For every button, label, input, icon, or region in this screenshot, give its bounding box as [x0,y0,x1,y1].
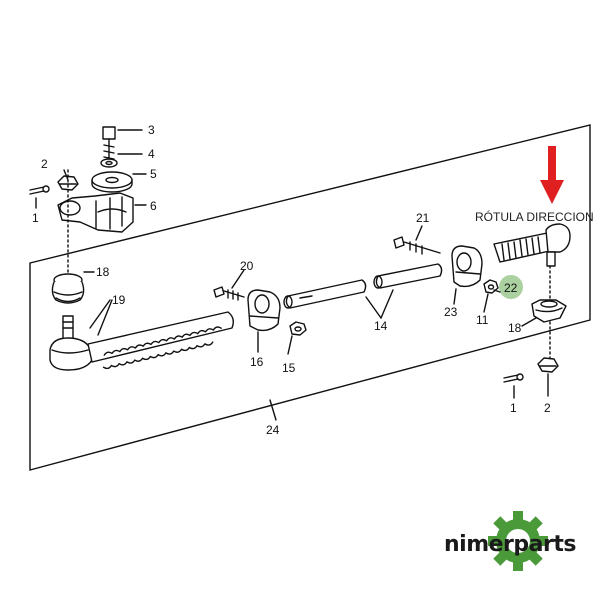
callout-21: 21 [416,211,430,225]
rod-14-right [373,263,443,289]
callout-6: 6 [150,199,157,213]
callout-23: 23 [444,305,458,319]
callout-1-bottom: 1 [510,401,517,415]
callout-24: 24 [266,423,280,437]
highlight-22 [499,275,523,299]
gear-icon [488,511,548,571]
boot-18-left [51,273,85,304]
callout-4: 4 [148,147,155,161]
callout-14: 14 [374,319,388,333]
boot-18-right [531,299,567,323]
bolt-20 [213,286,245,301]
tube-24 [87,311,235,370]
tie-rod-end-left [49,315,93,371]
callout-5: 5 [150,167,157,181]
nimerparts-logo: nimerparts [444,511,577,571]
washer-4 [100,158,118,168]
callout-18-right: 18 [508,321,522,335]
bolt-3 [102,126,116,166]
callout-19: 19 [112,293,126,307]
rod-14-left [283,279,367,309]
callout-2-top: 2 [41,157,48,171]
callout-18-left: 18 [96,265,110,279]
bolt-21 [393,236,441,255]
clamp-16 [247,289,281,332]
callout-20: 20 [240,259,254,273]
callout-2-bottom: 2 [544,401,551,415]
annotation-label: RÓTULA DIRECCION [475,209,594,224]
nut-15 [289,321,307,336]
callout-3: 3 [148,123,155,137]
callout-15: 15 [282,361,296,375]
plate-5 [91,171,133,193]
callout-22: 22 [504,281,518,295]
callout-16: 16 [250,355,264,369]
nut-2-bottom [537,357,559,373]
logo-text: nimerparts [444,532,576,557]
cotter-pin-1-bottom [503,373,524,383]
assembly-panel [29,124,591,471]
arrow-indicator [540,146,564,204]
tie-rod-end-right [493,223,571,267]
callout-1-top: 1 [32,211,39,225]
cotter-pin-1-top [29,185,50,195]
nut-2-top [57,175,79,191]
bracket-6 [57,192,134,233]
callout-11: 11 [476,313,489,327]
clamp-23 [451,245,483,288]
